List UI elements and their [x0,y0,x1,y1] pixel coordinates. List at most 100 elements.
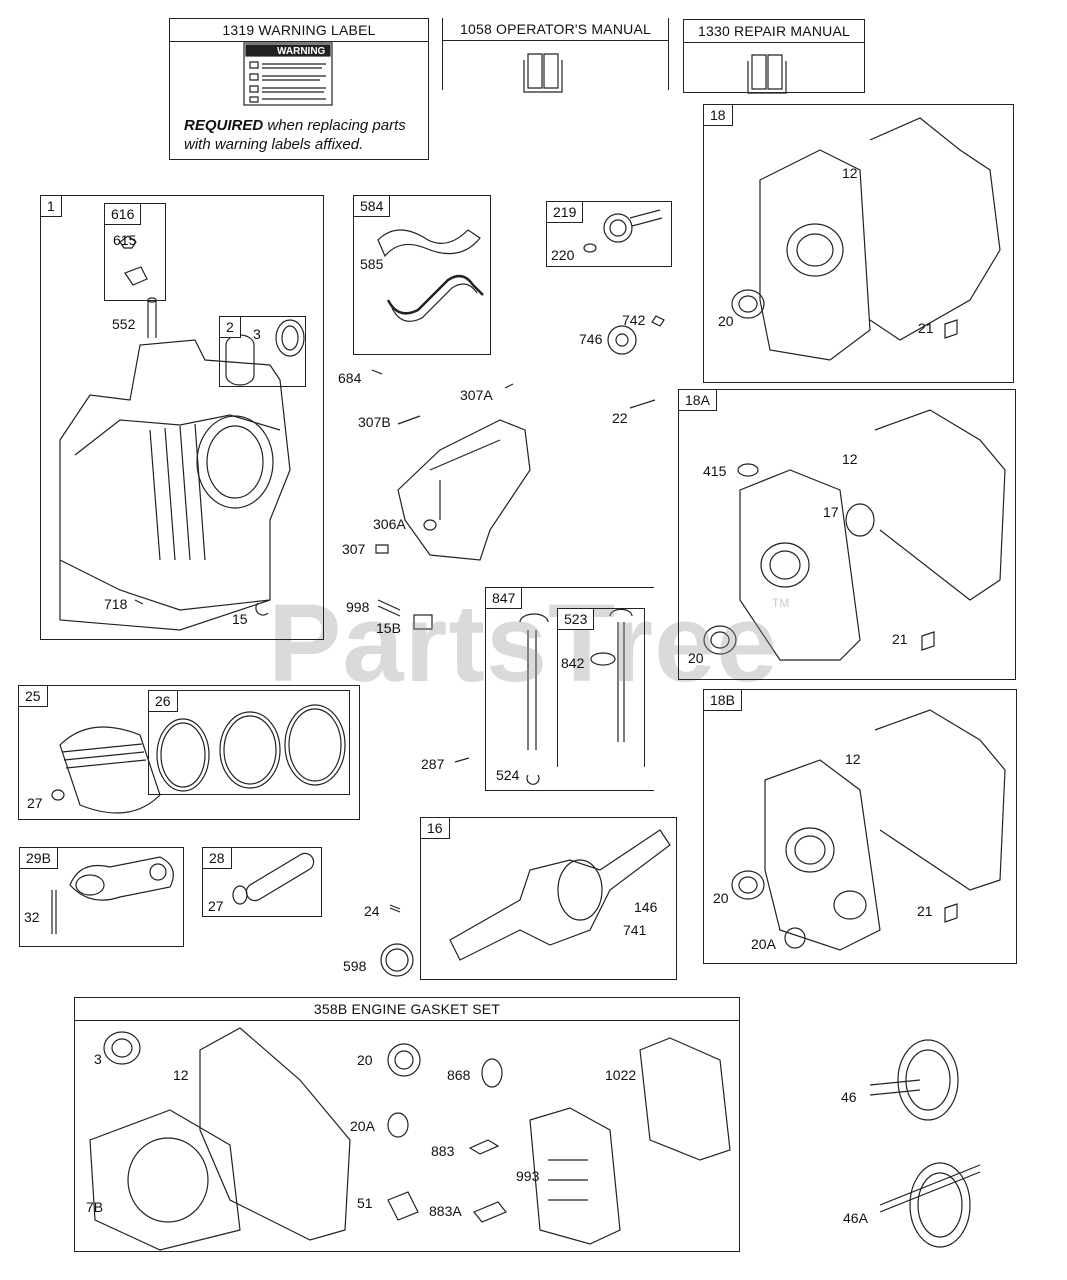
repair-manual-title: 1330 REPAIR MANUAL [684,20,864,43]
part-label[interactable]: 998 [346,599,370,615]
part-box-tab: 16 [421,818,450,839]
part-box-tab: 847 [486,588,523,609]
part-box-18[interactable]: 18 [703,104,1014,383]
part-label[interactable]: 21 [892,631,908,647]
part-box-tab: 25 [19,686,48,707]
part-box-tab: 26 [149,691,178,712]
part-label[interactable]: 20 [688,650,704,666]
part-box-25[interactable]: 25 [18,685,360,820]
part-box-18b[interactable]: 18B [703,689,1017,964]
part-label[interactable]: 307 [342,541,366,557]
part-label[interactable]: 21 [918,320,934,336]
part-box-1[interactable]: 1 [40,195,324,640]
part-label[interactable]: 12 [842,451,858,467]
book-icon [523,53,563,93]
part-label[interactable]: 307A [460,387,493,403]
part-label[interactable]: 883 [431,1143,455,1159]
book-icon [747,54,787,94]
operators-manual-box[interactable]: 1058 OPERATOR'S MANUAL [442,18,669,90]
part-label[interactable]: 746 [579,331,603,347]
part-box-523[interactable]: 523 [557,608,645,767]
part-box-tab: 1 [41,196,62,217]
watermark: PartsTree [268,582,779,705]
part-label[interactable]: 32 [24,909,40,925]
part-label[interactable]: 7B [86,1199,104,1215]
part-label[interactable]: 598 [343,958,367,974]
part-box-28[interactable]: 28 [202,847,322,917]
part-label[interactable]: 3 [253,326,261,342]
part-label[interactable]: 741 [623,922,647,938]
part-label[interactable]: 585 [360,256,384,272]
required-text-line2: with warning labels affixed. [184,136,364,153]
crankcase-cover-drawing [703,409,1006,661]
crankcase-cover-drawing [731,117,1001,361]
part-label[interactable]: 46A [843,1210,868,1226]
required-text: when replacing parts [263,117,406,134]
gasket-set-box[interactable]: 358B ENGINE GASKET SET [74,997,740,1252]
part-label[interactable]: 220 [551,247,575,263]
part-box-tab: 18 [704,105,733,126]
part-label[interactable]: 15B [376,620,401,636]
part-label[interactable]: 742 [622,312,646,328]
part-label[interactable]: 883A [429,1203,462,1219]
part-label[interactable]: 868 [447,1067,471,1083]
part-label[interactable]: 27 [27,795,43,811]
part-label[interactable]: 1022 [605,1067,637,1083]
part-label[interactable]: 27 [208,898,224,914]
repair-manual-box[interactable]: 1330 REPAIR MANUAL [683,19,865,93]
part-label[interactable]: 15 [232,611,248,627]
part-box-tab: 584 [354,196,391,217]
warning-label-title: 1319 WARNING LABEL [170,19,428,42]
part-label[interactable]: 20A [350,1118,375,1134]
part-label[interactable]: 615 [113,232,137,248]
watermark-trademark: TM [772,596,790,610]
part-label[interactable]: 46 [841,1089,857,1105]
part-label[interactable]: 842 [561,655,585,671]
part-label[interactable]: 20 [718,313,734,329]
part-label[interactable]: 20A [751,936,776,952]
part-box-584[interactable]: 584 [353,195,491,355]
part-label[interactable]: 684 [338,370,362,386]
part-box-219[interactable]: 219 [546,201,672,267]
part-label[interactable]: 993 [516,1168,540,1184]
part-label[interactable]: 306A [373,516,406,532]
part-label[interactable]: 146 [634,899,658,915]
part-box-18a[interactable]: 18A [678,389,1016,680]
part-label[interactable]: 51 [357,1195,373,1211]
part-box-tab: 523 [558,609,595,630]
part-label[interactable]: 307B [358,414,391,430]
part-label[interactable]: 415 [703,463,727,479]
part-box-616[interactable]: 616 [104,203,166,301]
part-label[interactable]: 12 [173,1067,189,1083]
warning-label-box[interactable]: 1319 WARNING LABEL WARNING REQUIRED when… [169,18,429,160]
part-box-16[interactable]: 16 [420,817,677,980]
part-label[interactable]: 20 [357,1052,373,1068]
required-word: REQUIRED [184,117,264,134]
part-label[interactable]: 20 [713,890,729,906]
part-label[interactable]: 524 [496,767,520,783]
part-box-847[interactable]: 847 [485,587,654,791]
warning-label-icon [243,42,333,106]
part-box-29b[interactable]: 29B [19,847,184,947]
required-note: REQUIRED when replacing parts with warni… [184,116,406,154]
crankcase-cover-drawing [731,709,1006,951]
part-box-tab: 28 [203,848,232,869]
part-label[interactable]: 287 [421,756,445,772]
part-box-2[interactable]: 2 [219,316,306,387]
part-label[interactable]: 17 [823,504,839,520]
part-label[interactable]: 12 [845,751,861,767]
part-label[interactable]: 552 [112,316,136,332]
part-box-26[interactable]: 26 [148,690,350,795]
part-label[interactable]: 12 [842,165,858,181]
part-label[interactable]: 24 [364,903,380,919]
part-label[interactable]: 3 [94,1051,102,1067]
part-label[interactable]: 718 [104,596,128,612]
gasket-set-title: 358B ENGINE GASKET SET [75,998,739,1021]
part-label[interactable]: 22 [612,410,628,426]
part-box-tab: 18B [704,690,742,711]
part-label[interactable]: 21 [917,903,933,919]
part-box-tab: 616 [105,204,142,225]
cylinder-block-drawing [59,297,291,631]
part-box-tab: 29B [20,848,58,869]
part-box-tab: 18A [679,390,717,411]
